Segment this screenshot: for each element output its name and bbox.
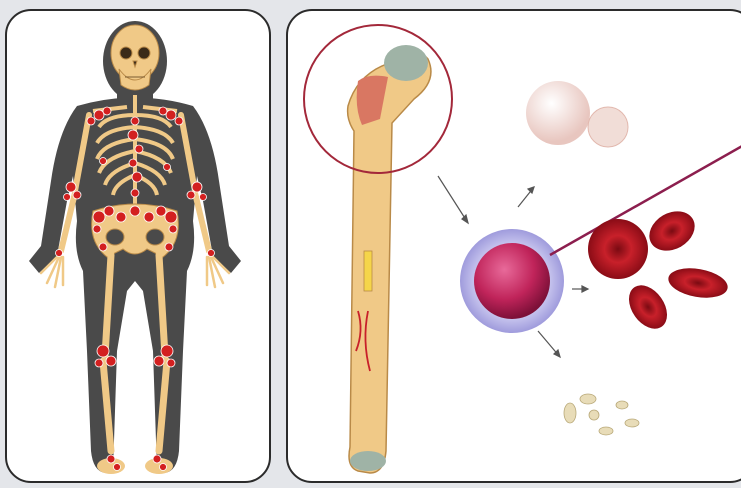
white-blood-cells <box>526 81 628 147</box>
platelets <box>564 394 639 435</box>
bone-marrow-panel <box>286 9 741 483</box>
skeleton-illustration <box>7 11 271 483</box>
skeleton-panel <box>5 9 271 483</box>
bone-marrow-illustration <box>288 11 741 483</box>
stem-cell <box>460 229 564 333</box>
red-blood-cells <box>588 203 730 335</box>
femur-bone <box>348 45 431 473</box>
